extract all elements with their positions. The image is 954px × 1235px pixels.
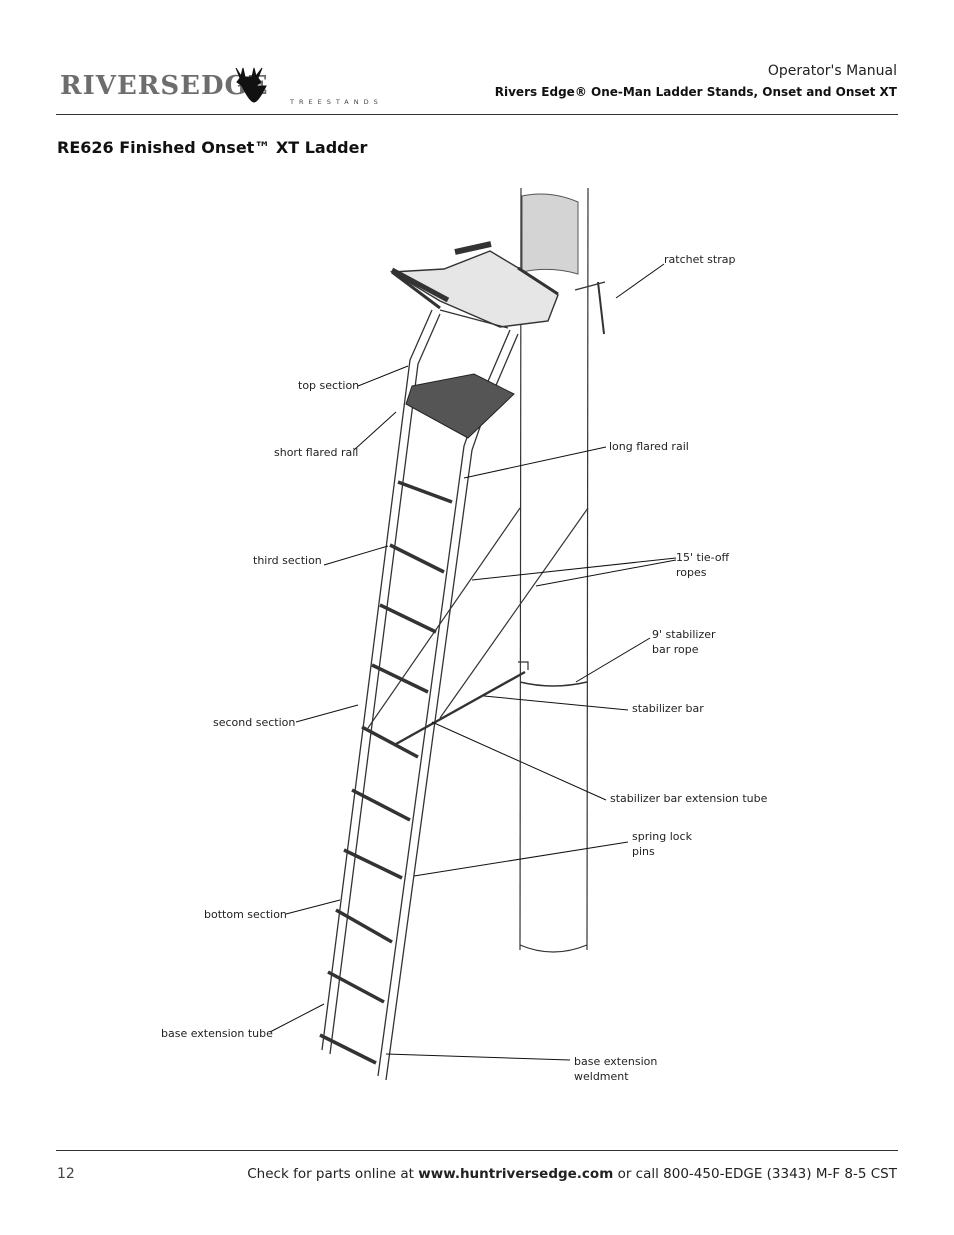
footer-text-before: Check for parts online at [247, 1166, 419, 1182]
ropes-and-bars [367, 507, 589, 746]
label-tie-off-ropes-line1: 15' tie-off [676, 551, 730, 564]
label-top-section: top section [298, 379, 360, 392]
label-spring-lock-line2: pins [632, 845, 655, 858]
footer-url-link[interactable]: www.huntriversedge.com [418, 1166, 614, 1182]
label-stabilizer-bar: stabilizer bar [632, 702, 704, 715]
foot-platform [405, 373, 515, 439]
logo-wordmark: RIVERSEDGE [60, 71, 269, 101]
label-stabilizer-rope-line1: 9' stabilizer [652, 628, 716, 641]
label-tie-off-ropes-line2: ropes [676, 566, 707, 579]
leader-lines [269, 263, 677, 1061]
footer-text-after: or call 800-450-EDGE (3343) M-F 8-5 CST [613, 1166, 897, 1182]
ladder-rungs [319, 480, 453, 1065]
document-title: Operator's Manual [767, 63, 897, 79]
seat-platform [389, 241, 606, 335]
label-base-weldment-line2: weldment [574, 1070, 629, 1083]
section-heading: RE626 Finished Onset™ XT Ladder [57, 138, 368, 157]
rivers-edge-logo: RIVERSEDGE TREESTANDS [60, 67, 383, 106]
label-base-weldment-line1: base extension [574, 1055, 658, 1068]
ladder-rails [321, 309, 519, 1081]
label-stabilizer-extension-tube: stabilizer bar extension tube [610, 792, 768, 805]
label-base-extension-tube: base extension tube [161, 1027, 273, 1040]
label-stabilizer-rope-line2: bar rope [652, 643, 699, 656]
label-spring-lock-line1: spring lock [632, 830, 692, 843]
deer-head-icon [235, 67, 267, 103]
document-subtitle: Rivers Edge® One-Man Ladder Stands, Onse… [494, 85, 897, 99]
label-bottom-section: bottom section [204, 908, 287, 921]
header-divider [56, 114, 898, 115]
footer-divider [56, 1150, 898, 1151]
label-third-section: third section [253, 554, 322, 567]
label-ratchet-strap: ratchet strap [664, 253, 736, 266]
seat-back-pad [521, 193, 579, 275]
label-long-flared-rail: long flared rail [609, 440, 689, 453]
label-short-flared-rail: short flared rail [274, 446, 359, 459]
page-number: 12 [57, 1166, 75, 1182]
logo-tagline: TREESTANDS [289, 98, 383, 106]
label-second-section: second section [213, 716, 296, 729]
footer-contact: Check for parts online at www.huntrivers… [247, 1166, 897, 1182]
